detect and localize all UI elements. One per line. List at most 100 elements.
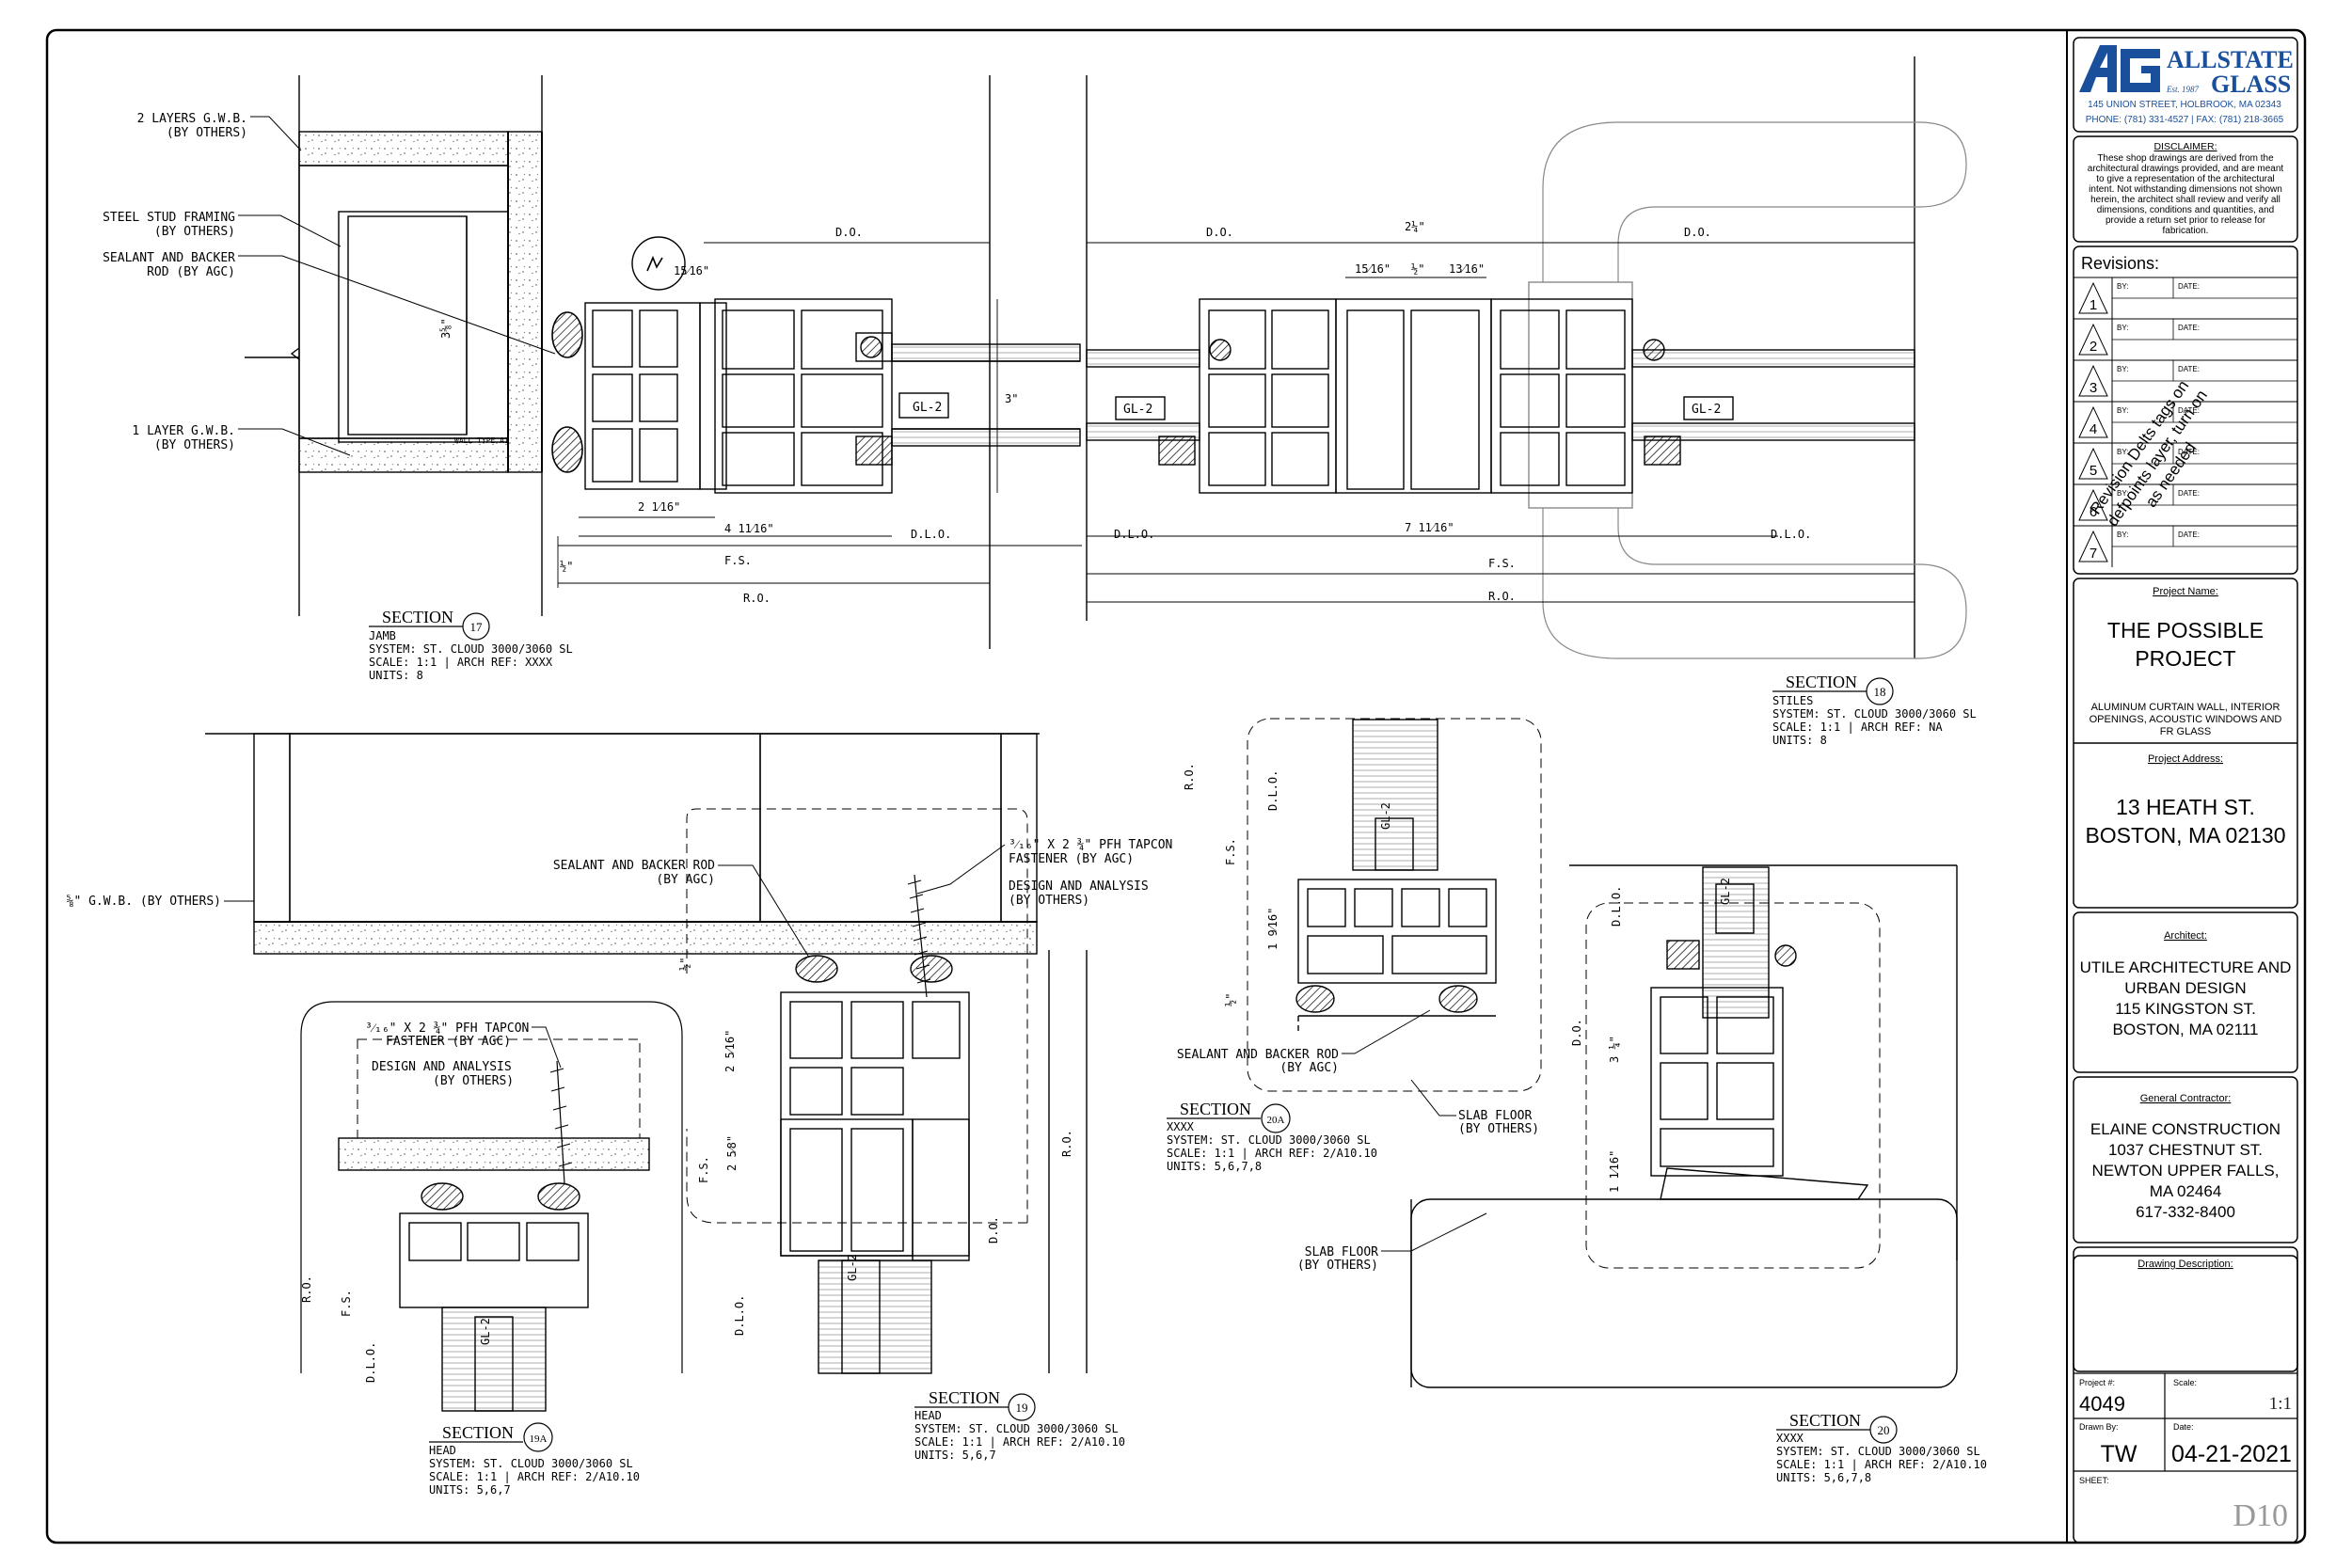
disclaimer-line: herein, the architect shall review and v… bbox=[2090, 195, 2280, 205]
revision-by-label: BY: bbox=[2117, 282, 2128, 291]
date-value: 04-21-2021 bbox=[2171, 1441, 2292, 1467]
disclaimer-line: provide a return set prior to release fo… bbox=[2106, 215, 2266, 226]
section-17-line: JAMB bbox=[369, 629, 396, 642]
disclaimer-line: intent. Not withstanding dimensions not … bbox=[2089, 184, 2282, 195]
callout-tapcon-19: ³⁄₁₆" X 2 ¾" PFH TAPCON bbox=[1009, 838, 1172, 852]
dim-do: D.O. bbox=[1570, 1019, 1583, 1046]
section-20a-line: SCALE: 1:1 | ARCH REF: 2/A10.10 bbox=[1167, 1147, 1377, 1160]
dim-ahalf: ½" bbox=[1224, 993, 1237, 1006]
callout-design-19a-sub: (BY OTHERS) bbox=[433, 1074, 514, 1088]
revision-date-label: DATE: bbox=[2178, 365, 2200, 373]
dim-dlo: D.L.O. bbox=[364, 1342, 377, 1383]
callout-design-19-sub: (BY OTHERS) bbox=[1009, 894, 1089, 908]
revision-delta-icon bbox=[2078, 530, 2108, 562]
section-17-bubble bbox=[462, 612, 490, 641]
dim-a1: 1 9⁄16" bbox=[1266, 908, 1279, 950]
glass-tag: GL-2 bbox=[1719, 878, 1732, 905]
section-19-drawing bbox=[205, 733, 1088, 1412]
section-18-drawing bbox=[1086, 56, 1967, 659]
callout-sealant-jamb-sub: ROD (BY AGC) bbox=[147, 265, 235, 279]
drawn-by-value: TW bbox=[2101, 1441, 2137, 1467]
sheet-label: SHEET: bbox=[2079, 1476, 2109, 1485]
dim-stc: 13⁄16" bbox=[1449, 262, 1485, 276]
dim-st2: 2¼" bbox=[1405, 220, 1425, 233]
callout-slab-20a-sub: (BY OTHERS) bbox=[1458, 1122, 1539, 1136]
section-20a-line: UNITS: 5,6,7,8 bbox=[1167, 1160, 1262, 1173]
revision-by-label: BY: bbox=[2117, 324, 2128, 332]
dim-j3: 3" bbox=[1005, 392, 1018, 405]
callout-design-19a: DESIGN AND ANALYSIS bbox=[372, 1060, 512, 1074]
company-name-2: GLASS bbox=[2211, 71, 2291, 98]
revision-number: 5 bbox=[2090, 463, 2097, 479]
section-17-line: SCALE: 1:1 | ARCH REF: XXXX bbox=[369, 656, 553, 669]
revision-delta-icon bbox=[2078, 364, 2108, 397]
revision-delta-icon bbox=[2078, 405, 2108, 438]
date-label: Date: bbox=[2173, 1422, 2194, 1432]
sheet-border bbox=[45, 28, 2307, 1544]
section-20-labels: SLAB FLOOR (BY OTHERS) GL-2 D.L.O. D.O. … bbox=[1297, 878, 1732, 1273]
title-block bbox=[2066, 30, 2298, 1544]
callout-gwb2: 2 LAYERS G.W.B. bbox=[137, 112, 247, 126]
gc-heading: General Contractor: bbox=[2140, 1093, 2232, 1104]
section-18-bubble bbox=[1866, 677, 1894, 705]
revision-delta-icon bbox=[2078, 447, 2108, 480]
revision-number: 4 bbox=[2090, 421, 2097, 437]
project-address-line2: BOSTON, MA 02130 bbox=[2085, 823, 2285, 847]
section-20a-word: SECTION bbox=[1180, 1100, 1251, 1118]
callout-slab-20a: SLAB FLOOR bbox=[1458, 1109, 1532, 1123]
callout-stud: STEEL STUD FRAMING bbox=[103, 211, 235, 225]
dim-h2: 2 5⁄16" bbox=[723, 1030, 737, 1072]
disclaimer-line: to give a representation of the architec… bbox=[2096, 174, 2275, 184]
architect-line: BOSTON, MA 02111 bbox=[2113, 1021, 2259, 1038]
section-17-dim-text: D.O. F.S. R.O. D.L.O. 2 1⁄16" 4 11⁄16" 1… bbox=[439, 226, 1018, 605]
section-17-labels: 2 LAYERS G.W.B. (BY OTHERS) STEEL STUD F… bbox=[103, 112, 942, 452]
callout-sealant-jamb: SEALANT AND BACKER bbox=[103, 251, 235, 265]
revision-delta-icon bbox=[2078, 323, 2108, 356]
section-18-title: SECTION 18 STILES SYSTEM: ST. CLOUD 3000… bbox=[1772, 673, 1977, 747]
section-20-bubble bbox=[1869, 1416, 1898, 1444]
architect-line: URBAN DESIGN bbox=[2124, 979, 2246, 997]
architect-line: 115 KINGSTON ST. bbox=[2115, 1000, 2256, 1018]
revision-by-label: BY: bbox=[2117, 365, 2128, 373]
callout-slab-20: SLAB FLOOR bbox=[1305, 1245, 1378, 1259]
gc-line: MA 02464 bbox=[2150, 1182, 2222, 1200]
dim-fs: F.S. bbox=[697, 1156, 710, 1183]
section-19-word: SECTION bbox=[929, 1388, 1000, 1407]
section-19a-word: SECTION bbox=[442, 1423, 514, 1442]
project-number-label: Project #: bbox=[2079, 1378, 2115, 1387]
revision-row: 7BY:DATE: bbox=[2074, 525, 2297, 567]
dim-h3: 2 5⁄8" bbox=[725, 1135, 739, 1171]
dim-fs: F.S. bbox=[340, 1290, 353, 1317]
glass-tag: GL-2 bbox=[1692, 403, 1721, 417]
section-20-line: XXXX bbox=[1776, 1432, 1804, 1445]
revision-by-label: BY: bbox=[2117, 531, 2128, 539]
dim-b1: 1 1⁄16" bbox=[1608, 1150, 1621, 1193]
dim-stb: ½" bbox=[1411, 262, 1424, 276]
revision-number: 3 bbox=[2090, 380, 2097, 396]
wall-type-tag: WALL TYPE A1 bbox=[454, 436, 509, 445]
company-name-1: ALLSTATE bbox=[2167, 46, 2294, 73]
drawn-by-label: Drawn By: bbox=[2079, 1422, 2119, 1432]
sheet-number: D10 bbox=[2233, 1498, 2288, 1533]
section-20-word: SECTION bbox=[1789, 1411, 1861, 1430]
dim-sta: 15⁄16" bbox=[1355, 262, 1391, 276]
section-17-number: 17 bbox=[470, 620, 484, 634]
revision-row: 5BY:DATE: bbox=[2074, 442, 2297, 484]
glass-tag: GL-2 bbox=[1379, 802, 1392, 830]
section-19a-line: HEAD bbox=[429, 1444, 456, 1457]
dim-dlo: D.L.O. bbox=[1771, 528, 1811, 541]
section-20a-line: SYSTEM: ST. CLOUD 3000/3060 SL bbox=[1167, 1133, 1371, 1147]
dim-b3: 3 ¼" bbox=[1608, 1036, 1621, 1063]
dim-dlo: D.L.O. bbox=[911, 528, 951, 541]
section-17-drawing bbox=[245, 75, 1081, 649]
section-18-line: SCALE: 1:1 | ARCH REF: NA bbox=[1772, 721, 1943, 734]
disclaimer-text: These shop drawings are derived from the… bbox=[2088, 153, 2284, 236]
section-20-title: SECTION 20 XXXX SYSTEM: ST. CLOUD 3000/3… bbox=[1776, 1411, 1987, 1484]
dim-hhalf: ½" bbox=[678, 958, 691, 971]
section-19-title: SECTION 19 HEAD SYSTEM: ST. CLOUD 3000/3… bbox=[914, 1388, 1125, 1462]
revision-date-label: DATE: bbox=[2178, 531, 2200, 539]
project-address-line1: 13 HEATH ST. bbox=[2116, 795, 2255, 819]
section-20-line: UNITS: 5,6,7,8 bbox=[1776, 1471, 1871, 1484]
section-19-line: SCALE: 1:1 | ARCH REF: 2/A10.10 bbox=[914, 1435, 1125, 1449]
section-20-line: SYSTEM: ST. CLOUD 3000/3060 SL bbox=[1776, 1445, 1980, 1458]
